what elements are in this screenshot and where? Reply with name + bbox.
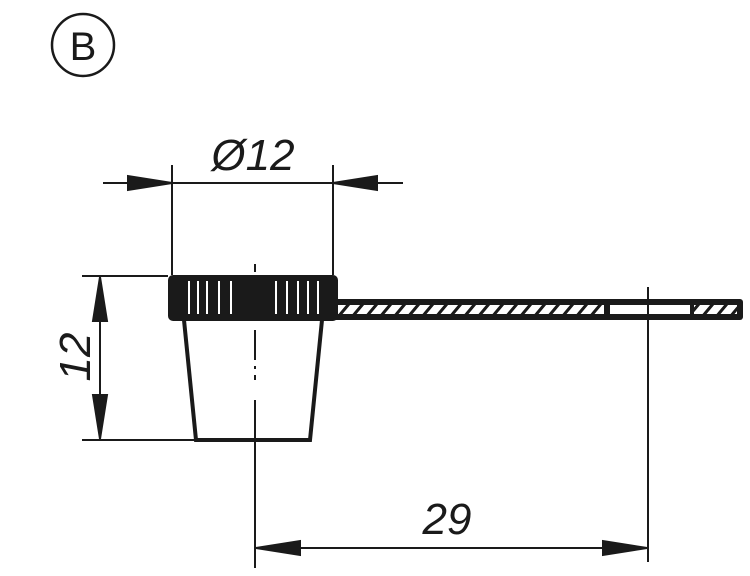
view-label-text: B — [70, 25, 97, 69]
length-dimension — [255, 539, 648, 557]
plug-body — [182, 319, 324, 442]
strap — [326, 299, 743, 320]
height-dimension — [82, 275, 196, 441]
height-label: 12 — [51, 333, 100, 382]
view-label-b: B — [50, 12, 116, 78]
center-line — [254, 264, 649, 568]
diameter-dimension — [103, 165, 403, 275]
knurled-head — [168, 275, 338, 321]
length-label: 29 — [422, 495, 472, 544]
diameter-label: Ø12 — [209, 131, 294, 180]
